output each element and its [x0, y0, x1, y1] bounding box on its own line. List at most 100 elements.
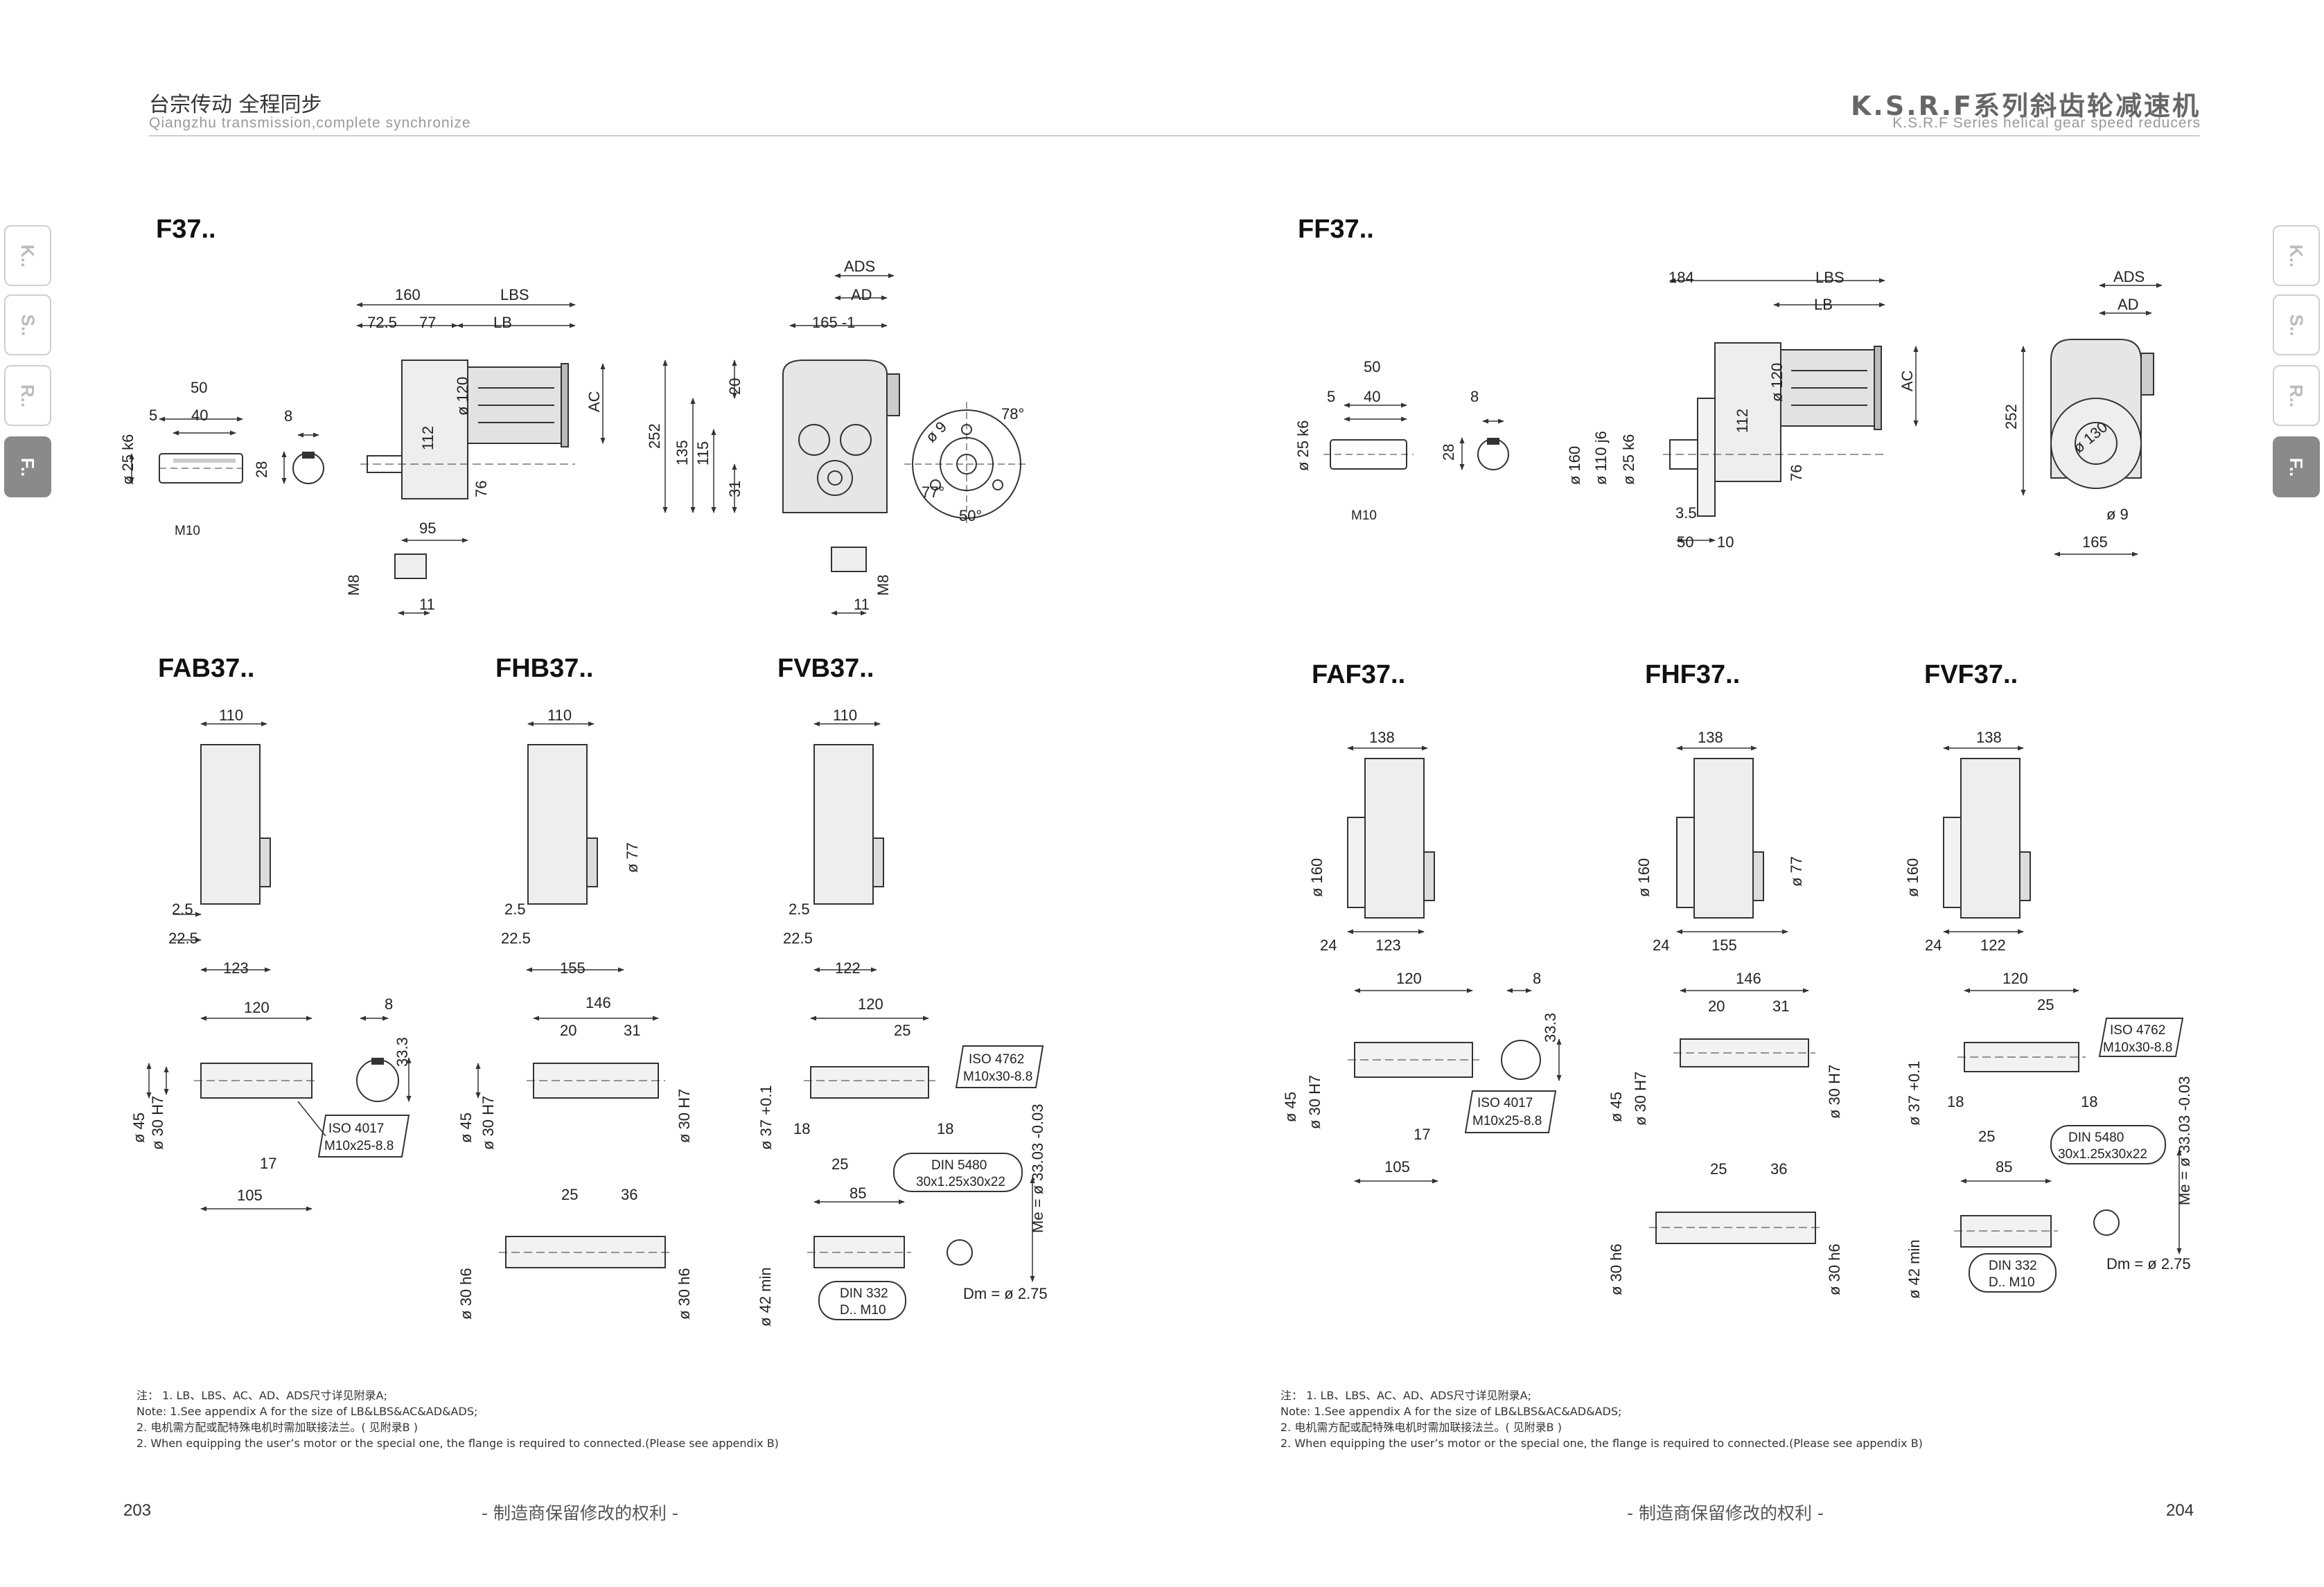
dim-text: 72.5 [367, 314, 397, 331]
tab-f-right[interactable]: F.. [2273, 436, 2320, 497]
tab-k-left[interactable]: K.. [4, 225, 51, 286]
model-title-fhb37: FHB37.. [495, 654, 594, 683]
dim-text: 135 [674, 440, 691, 466]
dim-text: 28 [1440, 444, 1457, 461]
dim-text: 165 [2082, 533, 2108, 551]
dim-text: 138 [1369, 729, 1395, 746]
dim-text: 36 [1770, 1160, 1787, 1178]
dim-text: AC [1899, 370, 1916, 391]
dim-text: ISO 4762 [969, 1052, 1024, 1067]
ff37-front-view [2021, 283, 2163, 557]
dim-text: 155 [1711, 937, 1737, 954]
dim-text: 20 [1708, 998, 1725, 1015]
dim-text: D.. M10 [1989, 1275, 2035, 1290]
dim-text: 3.5 [1675, 504, 1697, 522]
note-line: 2. 电机需方配或配特殊电机时需加联接法兰。( 见附录B ) [137, 1421, 418, 1434]
dim-text: 146 [1736, 970, 1761, 987]
dim-text: LB [493, 314, 512, 331]
model-title-faf37: FAF37.. [1312, 660, 1406, 689]
tab-f-left[interactable]: F.. [4, 436, 51, 497]
tab-k-right[interactable]: K.. [2273, 225, 2320, 286]
dim-text: 40 [1364, 388, 1380, 405]
dim-text: ø 37 +0.1 [757, 1085, 775, 1150]
dim-text: DIN 332 [840, 1286, 888, 1301]
tab-r-right[interactable]: R.. [2273, 365, 2320, 426]
page-number-right: 204 [2166, 1501, 2194, 1520]
note-line: 注： 1. LB、LBS、AC、AD、ADS尺寸详见附录A; [137, 1389, 387, 1402]
dim-text: ø 160 [1904, 858, 1921, 897]
dim-text: 25 [894, 1022, 910, 1039]
dim-text: M8 [874, 574, 892, 596]
tab-s-right[interactable]: S.. [2273, 294, 2320, 355]
dim-text: AD [2118, 296, 2139, 313]
dim-text: ø 30 h6 [1826, 1243, 1843, 1295]
dim-text: 2.5 [172, 901, 193, 918]
dim-text: 165 -1 [812, 314, 855, 331]
tab-r-left[interactable]: R.. [4, 365, 51, 426]
dim-text: 25 [2037, 996, 2054, 1013]
dim-text: ø 160 [1308, 858, 1326, 897]
dim-text: 28 [253, 461, 270, 478]
dim-text: 122 [835, 959, 861, 977]
dim-text: M10x30-8.8 [2103, 1040, 2172, 1055]
footer-rights-right: - 制造商保留修改的权利 - [1627, 1503, 1824, 1523]
dim-text: 18 [793, 1120, 810, 1137]
dim-text: 18 [937, 1120, 953, 1137]
dim-text: 31 [624, 1022, 640, 1039]
dim-text: 78° [1001, 405, 1024, 423]
dim-text: 24 [1653, 937, 1669, 954]
model-title-fvf37: FVF37.. [1924, 660, 2018, 689]
f37-front-view [662, 273, 900, 616]
note-line: 2. When equipping the user’s motor or th… [137, 1437, 779, 1450]
ff37-shaft-drawing [1323, 402, 1509, 470]
dim-text: 40 [191, 407, 208, 424]
dim-text: D.. M10 [840, 1303, 886, 1318]
dim-text: 2.5 [504, 901, 526, 918]
tab-s-left[interactable]: S.. [4, 294, 51, 355]
header-brand-en: Qiangzhu transmission,complete synchroni… [149, 115, 471, 131]
dim-text: 155 [560, 959, 586, 977]
dim-text: 184 [1669, 269, 1694, 286]
model-title-ff37: FF37.. [1298, 215, 1374, 244]
dim-text: ø 120 [1768, 363, 1786, 402]
dim-text: 8 [385, 995, 393, 1013]
dim-text: 95 [419, 520, 436, 537]
dim-text: ø 42 min [1905, 1239, 1923, 1299]
dim-text: ø 30 H7 [1306, 1075, 1323, 1129]
fab37-view [146, 721, 412, 1212]
dim-text: ø 37 +0.1 [1905, 1061, 1923, 1126]
notes-right: 注： 1. LB、LBS、AC、AD、ADS尺寸详见附录A; Note: 1.S… [1280, 1387, 1923, 1451]
dim-text: 11 [419, 596, 435, 613]
dim-text: ø 160 [1566, 446, 1583, 485]
dim-text: 18 [2081, 1093, 2097, 1110]
dim-text: Me = ø 33.03 -0.03 [2176, 1076, 2193, 1206]
dim-text: 5 [149, 407, 157, 424]
dim-text: 2.5 [789, 901, 810, 918]
dim-text: 20 [726, 378, 743, 395]
dim-text: 138 [1976, 729, 2002, 746]
dim-text: ISO 4017 [328, 1121, 384, 1136]
dim-text: 105 [1384, 1158, 1410, 1176]
dim-text: ø 42 min [757, 1267, 774, 1327]
faf37-view [1347, 745, 1562, 1184]
fvb37-view [804, 721, 1044, 1320]
dim-text: AC [586, 391, 603, 412]
dim-text: 20 [560, 1022, 576, 1039]
dim-text: 112 [1734, 409, 1751, 433]
dim-text: DIN 5480 [931, 1158, 987, 1173]
note-line: Note: 1.See appendix A for the size of L… [1280, 1405, 1622, 1418]
dim-text: ø 25 k6 [119, 434, 137, 485]
ff37-side-view [1663, 278, 1919, 543]
dim-text: ø 45 [130, 1112, 148, 1143]
dim-text: 120 [858, 995, 883, 1013]
dim-text: 123 [223, 959, 249, 977]
dim-text: 50° [959, 507, 982, 524]
dim-text: M10x30-8.8 [963, 1070, 1032, 1084]
dim-text: Dm = ø 2.75 [963, 1285, 1048, 1302]
dim-text: 25 [1710, 1160, 1727, 1178]
fhf37-view [1649, 745, 1822, 1244]
dim-text: 25 [1978, 1128, 1995, 1145]
dim-text: LB [1814, 296, 1833, 313]
dim-text: 11 [854, 596, 870, 613]
